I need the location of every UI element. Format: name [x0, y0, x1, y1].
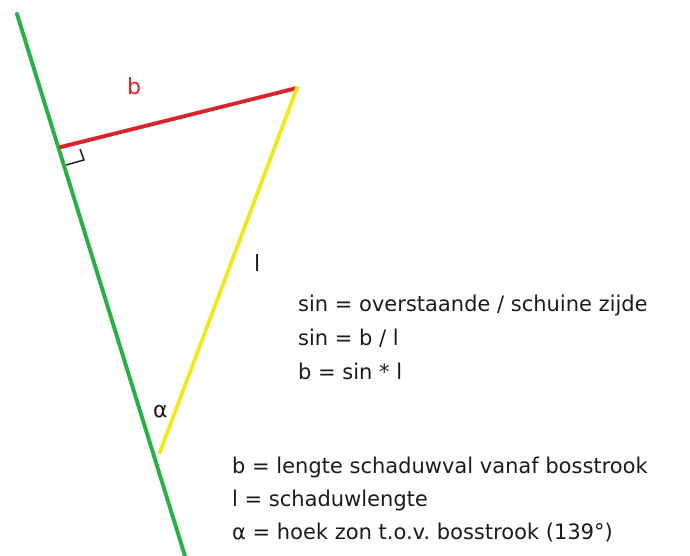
- formula-line-1: sin = overstaande / schuine zijde: [298, 292, 648, 316]
- label-alpha: α: [153, 398, 168, 423]
- formula-line-2: sin = b / l: [298, 326, 399, 350]
- shadow-offset-line-b: [59, 86, 299, 149]
- forest-edge-line: [15, 12, 187, 556]
- label-b: b: [127, 75, 141, 100]
- legend-line-l: l = schaduwlengte: [232, 487, 428, 511]
- label-l: l: [254, 252, 260, 277]
- formula-line-3: b = sin * l: [298, 360, 403, 384]
- legend-line-b: b = lengte schaduwval vanaf bosstrook: [232, 454, 648, 478]
- legend-line-alpha: α = hoek zon t.o.v. bosstrook (139°): [232, 520, 613, 544]
- right-angle-marker: [65, 148, 86, 166]
- shadow-length-line-l: [158, 86, 299, 454]
